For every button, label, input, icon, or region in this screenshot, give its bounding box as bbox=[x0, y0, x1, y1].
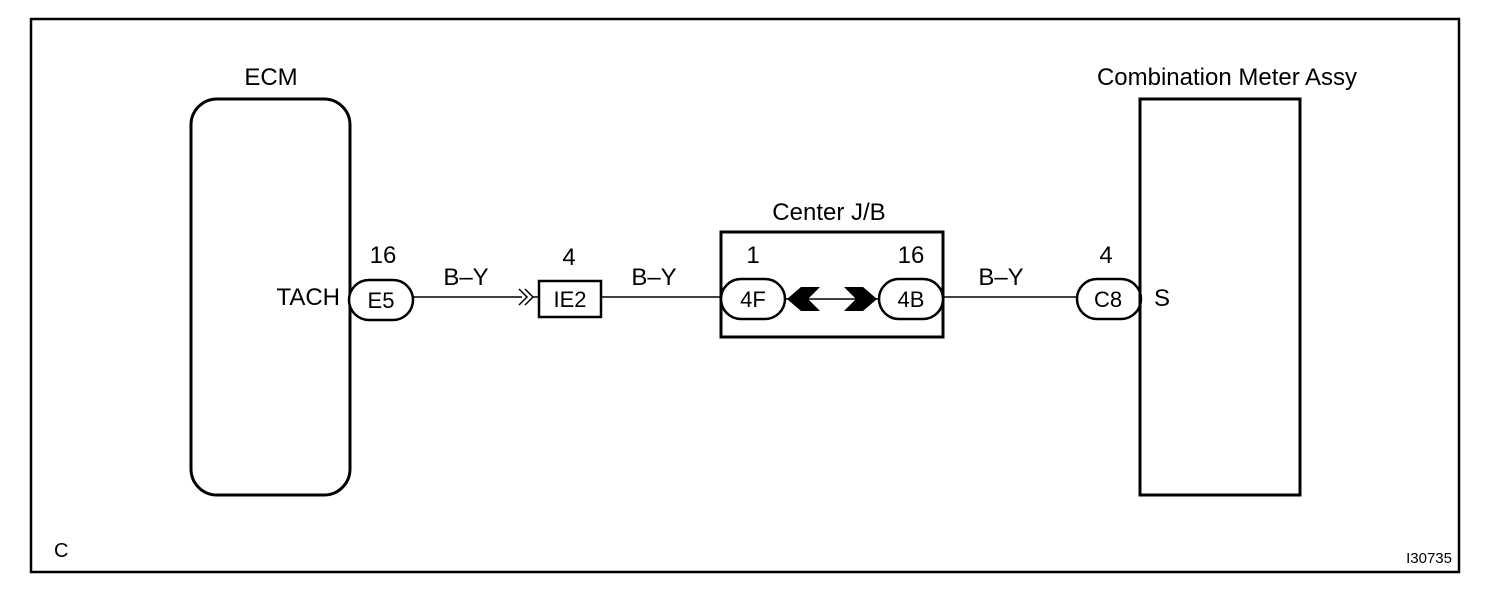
arrowhead-right-icon bbox=[844, 287, 877, 311]
connector-4f-label: 4F bbox=[740, 287, 766, 312]
arrowhead-left-icon bbox=[787, 287, 820, 311]
connector-e5 bbox=[347, 278, 415, 322]
4f-pin-number: 1 bbox=[746, 242, 759, 269]
ecm-title: ECM bbox=[244, 64, 297, 91]
ecm-terminal-tach: TACH bbox=[276, 284, 340, 311]
e5-pin-number: 16 bbox=[370, 242, 397, 269]
connector-ie2 bbox=[537, 279, 603, 319]
wire-color-3: B–Y bbox=[978, 264, 1023, 291]
junction-box bbox=[719, 230, 945, 339]
wire-color-1: B–Y bbox=[443, 264, 488, 291]
diagram-frame bbox=[29, 17, 1461, 574]
connector-4b bbox=[877, 277, 945, 321]
connector-e5-label: E5 bbox=[368, 288, 395, 313]
4b-pin-number: 16 bbox=[898, 242, 925, 269]
meter-title: Combination Meter Assy bbox=[1097, 64, 1357, 91]
figure-id: I30735 bbox=[1406, 550, 1452, 567]
meter-terminal-s: S bbox=[1154, 285, 1170, 312]
connector-c8-label: C8 bbox=[1094, 287, 1122, 312]
meter-box bbox=[1138, 97, 1302, 497]
c8-pin-number: 4 bbox=[1099, 242, 1112, 269]
connector-4b-label: 4B bbox=[898, 287, 925, 312]
corner-letter: C bbox=[54, 540, 68, 562]
junction-title: Center J/B bbox=[772, 199, 885, 226]
ie2-pin-number: 4 bbox=[562, 244, 575, 271]
wire-color-2: B–Y bbox=[631, 264, 676, 291]
connector-ie2-label: IE2 bbox=[553, 287, 586, 312]
